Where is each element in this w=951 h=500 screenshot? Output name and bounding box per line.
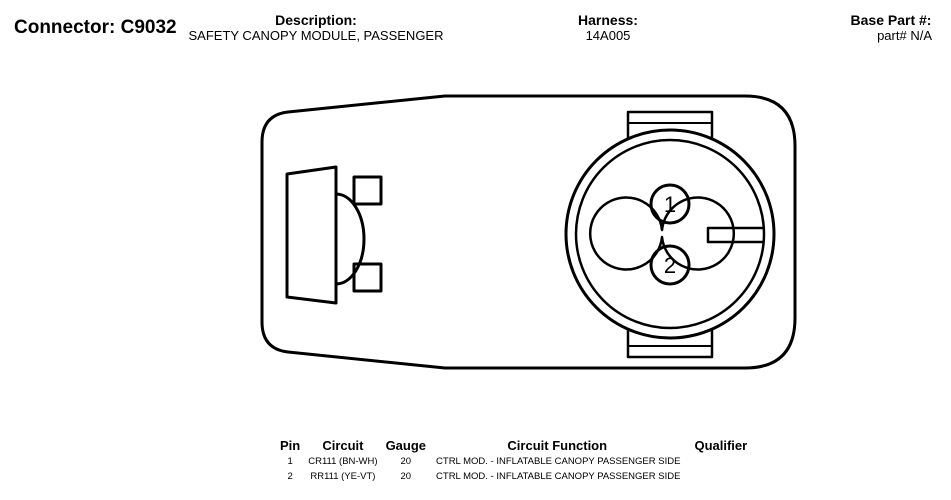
row-function: CTRL MOD. - INFLATABLE CANOPY PASSENGER … [436, 471, 681, 482]
base-part-label: Base Part #: [850, 12, 932, 28]
base-part-value: part# N/A [877, 28, 932, 43]
locking-tab-arc [335, 192, 366, 286]
key-slot [706, 226, 764, 244]
row-qualifier [684, 469, 751, 484]
locking-tab [285, 165, 338, 305]
row-gauge: 20 [400, 456, 412, 467]
base-part-block: Base Part #: part# N/A [836, 12, 946, 43]
top-clip [626, 110, 714, 138]
col-circuit: Circuit [322, 438, 364, 453]
description-label: Description: [275, 12, 357, 28]
row-circuit: RR111 (YE-VT) [310, 471, 376, 482]
description-block: Description: SAFETY CANOPY MODULE, PASSE… [181, 12, 451, 43]
connector-face-diagram: 1 2 [260, 94, 797, 370]
pin-table: Pin Circuit Gauge Circuit Function Quali… [276, 437, 751, 484]
terminal-square-top [352, 175, 383, 206]
row-circuit: CR111 (BN-WH) [308, 456, 378, 467]
col-qualifier: Qualifier [694, 438, 748, 453]
row-gauge: 20 [400, 471, 412, 482]
row-function: CTRL MOD. - INFLATABLE CANOPY PASSENGER … [436, 456, 681, 467]
harness-block: Harness: 14A005 [548, 12, 668, 43]
pin-1-circle [649, 183, 691, 225]
table-row: 1 CR111 (BN-WH) 20 CTRL MOD. - INFLATABL… [276, 454, 751, 469]
bottom-clip [626, 330, 714, 359]
harness-value: 14A005 [585, 28, 631, 43]
description-value: SAFETY CANOPY MODULE, PASSENGER [188, 28, 444, 43]
table-header-row: Pin Circuit Gauge Circuit Function Quali… [276, 437, 751, 454]
col-circuit-function: Circuit Function [507, 438, 608, 453]
terminal-square-bottom [352, 262, 383, 293]
row-qualifier [684, 454, 751, 469]
pin-cavity-outline [588, 196, 736, 271]
col-gauge: Gauge [385, 438, 427, 453]
row-pin: 1 [287, 456, 293, 467]
harness-label: Harness: [578, 12, 638, 28]
pin-2-circle [649, 244, 691, 286]
connector-title: Connector: C9032 [14, 17, 177, 38]
socket-outer-ring [564, 128, 776, 340]
col-pin: Pin [280, 438, 301, 453]
pin-2-label: 2 [664, 253, 676, 278]
housing-outline [260, 94, 797, 370]
table-row: 2 RR111 (YE-VT) 20 CTRL MOD. - INFLATABL… [276, 469, 751, 484]
pin-1-label: 1 [664, 192, 676, 217]
socket-inner-ring [574, 138, 766, 330]
row-pin: 2 [287, 471, 293, 482]
